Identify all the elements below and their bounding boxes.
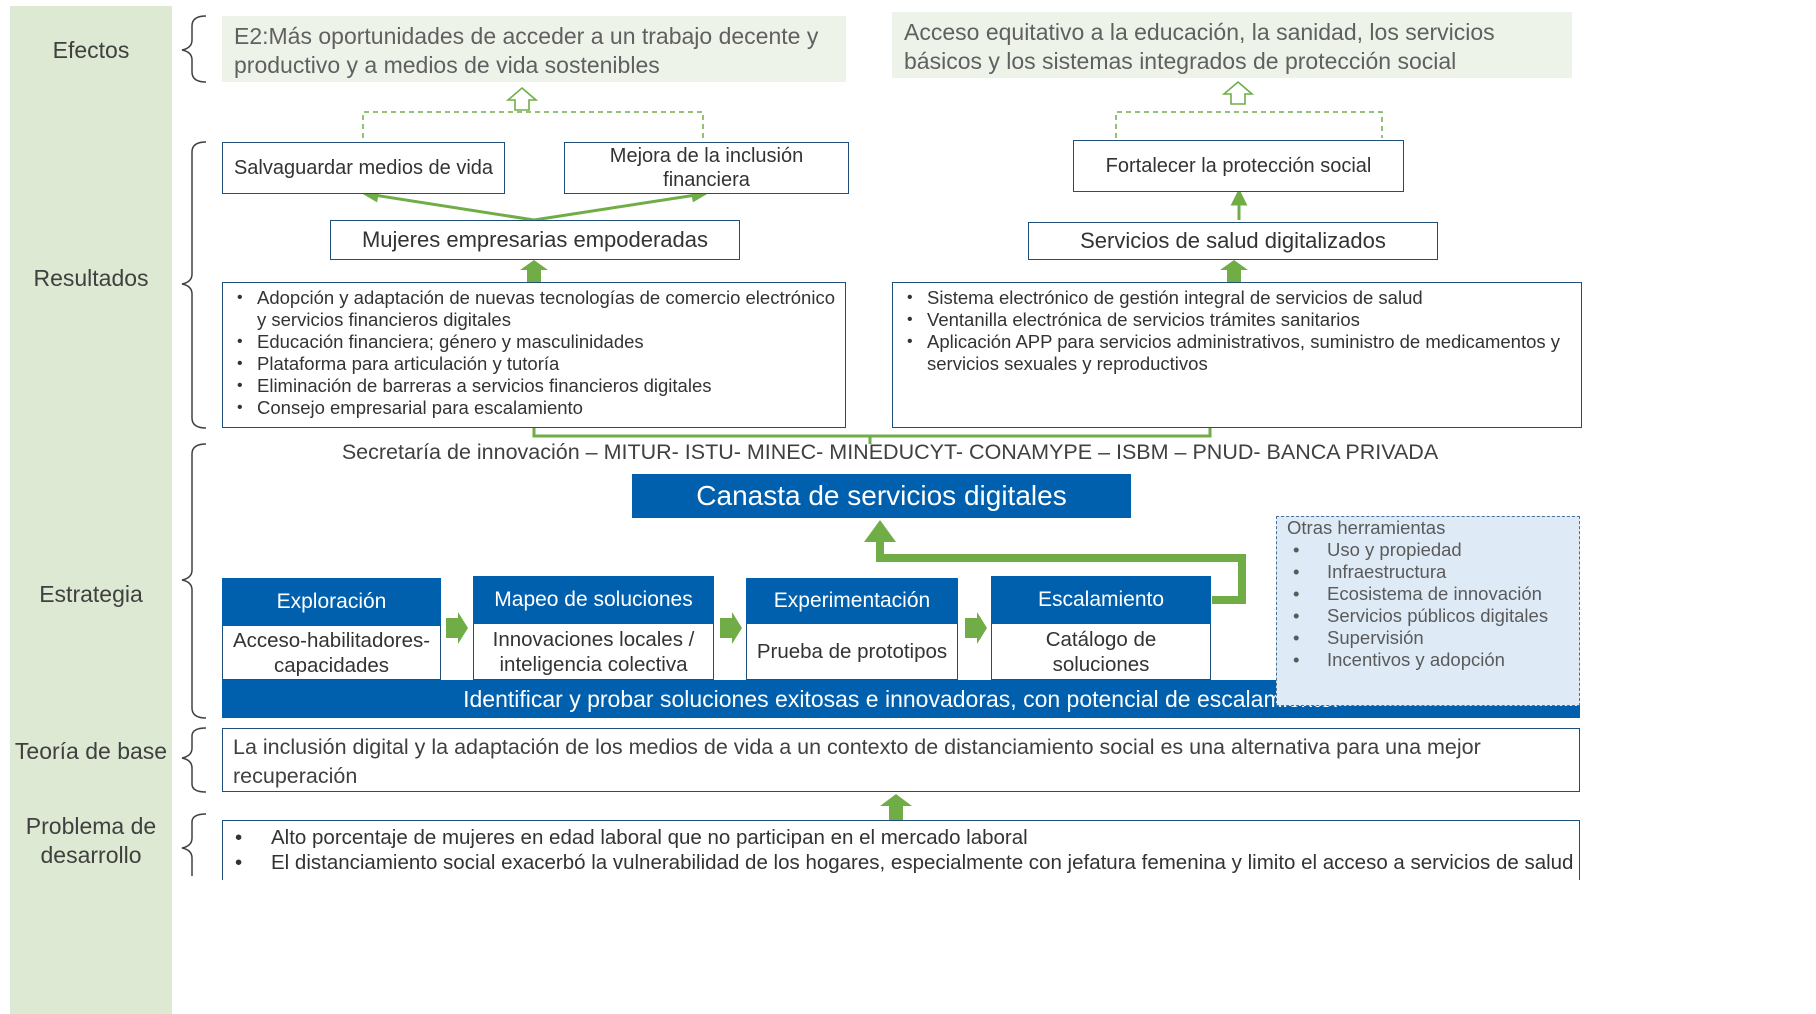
section-brackets: [181, 15, 207, 876]
list-item: •Alto porcentaje de mujeres en edad labo…: [235, 826, 1028, 849]
list-item: Uso y propiedad: [1285, 539, 1571, 561]
list-item: Sistema electrónico de gestión integral …: [907, 287, 1563, 309]
problema-item-2: El distanciamiento social exacerbó la vu…: [271, 851, 1574, 874]
list-item: Infraestructura: [1285, 561, 1571, 583]
activities-list-left: Adopción y adaptación de nuevas tecnolog…: [222, 282, 846, 428]
list-item: •El distanciamiento social exacerbó la v…: [235, 851, 1574, 874]
activities-list-right: Sistema electrónico de gestión integral …: [892, 282, 1582, 428]
label-efectos: Efectos: [52, 37, 130, 63]
step-body-experimentacion: Prueba de prototipos: [746, 624, 958, 680]
effect-box-left: E2:Más oportunidades de acceder a un tra…: [222, 16, 846, 82]
label-resultados: Resultados: [33, 265, 149, 291]
dashed-connectors: [362, 111, 1383, 138]
result-inclusion-financiera: Mejora de la inclusión financiera: [564, 142, 849, 194]
otras-herramientas-box: Otras herramientas Uso y propiedad Infra…: [1276, 516, 1580, 706]
step-body-exploracion: Acceso-habilitadores-capacidades: [222, 626, 441, 680]
label-estrategia: Estrategia: [39, 581, 143, 607]
teoria-box: La inclusión digital y la adaptación de …: [222, 728, 1580, 792]
label-problema-line2: desarrollo: [40, 842, 142, 868]
list-item: Adopción y adaptación de nuevas tecnolog…: [237, 287, 837, 331]
step-arrows: [446, 612, 987, 644]
canasta-arrow: [864, 520, 1246, 604]
step-head-mapeo: Mapeo de soluciones: [473, 576, 714, 624]
bracket-estrategia: [181, 443, 207, 719]
list-item: Ventanilla electrónica de servicios trám…: [907, 309, 1563, 331]
bracket-problema: [181, 813, 207, 876]
list-item: Consejo empresarial para escalamiento: [237, 397, 837, 419]
list-item: Ecosistema de innovación: [1285, 583, 1571, 605]
result-salud-digitalizada: Servicios de salud digitalizados: [1028, 222, 1438, 260]
list-item: Plataforma para articulación y tutoría: [237, 353, 837, 375]
problema-item-1: Alto porcentaje de mujeres en edad labor…: [271, 826, 1028, 849]
result-salvaguardar: Salvaguardar medios de vida: [222, 142, 505, 194]
step-head-escalamiento: Escalamiento: [991, 576, 1211, 624]
effect-arrows: [505, 80, 1255, 111]
partners-line: Secretaría de innovación – MITUR- ISTU- …: [341, 440, 1439, 464]
label-problema-line1: Problema de: [25, 813, 157, 839]
otras-herramientas-title: Otras herramientas: [1287, 517, 1446, 538]
result-mujeres-empresarias: Mujeres empresarias empoderadas: [330, 220, 740, 260]
bracket-teoria: [181, 727, 207, 793]
effect-box-right: Acceso equitativo a la educación, la san…: [892, 12, 1572, 78]
list-item: Incentivos y adopción: [1285, 649, 1571, 671]
step-head-experimentacion: Experimentación: [746, 578, 958, 624]
problema-box: •Alto porcentaje de mujeres en edad labo…: [222, 820, 1580, 880]
list-item: Aplicación APP para servicios administra…: [907, 331, 1563, 375]
step-head-exploracion: Exploración: [222, 578, 441, 626]
partners-connector: [532, 428, 1212, 444]
step-body-escalamiento: Catálogo de soluciones: [991, 624, 1211, 680]
bracket-resultados: [181, 141, 207, 429]
list-item: Educación financiera; género y masculini…: [237, 331, 837, 353]
result-proteccion-social: Fortalecer la protección social: [1073, 140, 1404, 192]
step-body-mapeo: Innovaciones locales / inteligencia cole…: [473, 624, 714, 680]
canasta-title: Canasta de servicios digitales: [632, 474, 1131, 518]
label-teoria: Teoría de base: [14, 738, 168, 764]
thick-up-arrows: [520, 260, 1248, 820]
label-problema: Problema de desarrollo: [10, 812, 172, 870]
list-item: Servicios públicos digitales: [1285, 605, 1571, 627]
bracket-efectos: [181, 15, 207, 83]
list-item: Eliminación de barreras a servicios fina…: [237, 375, 837, 397]
list-item: Supervisión: [1285, 627, 1571, 649]
section-sidebar: [10, 6, 172, 1014]
